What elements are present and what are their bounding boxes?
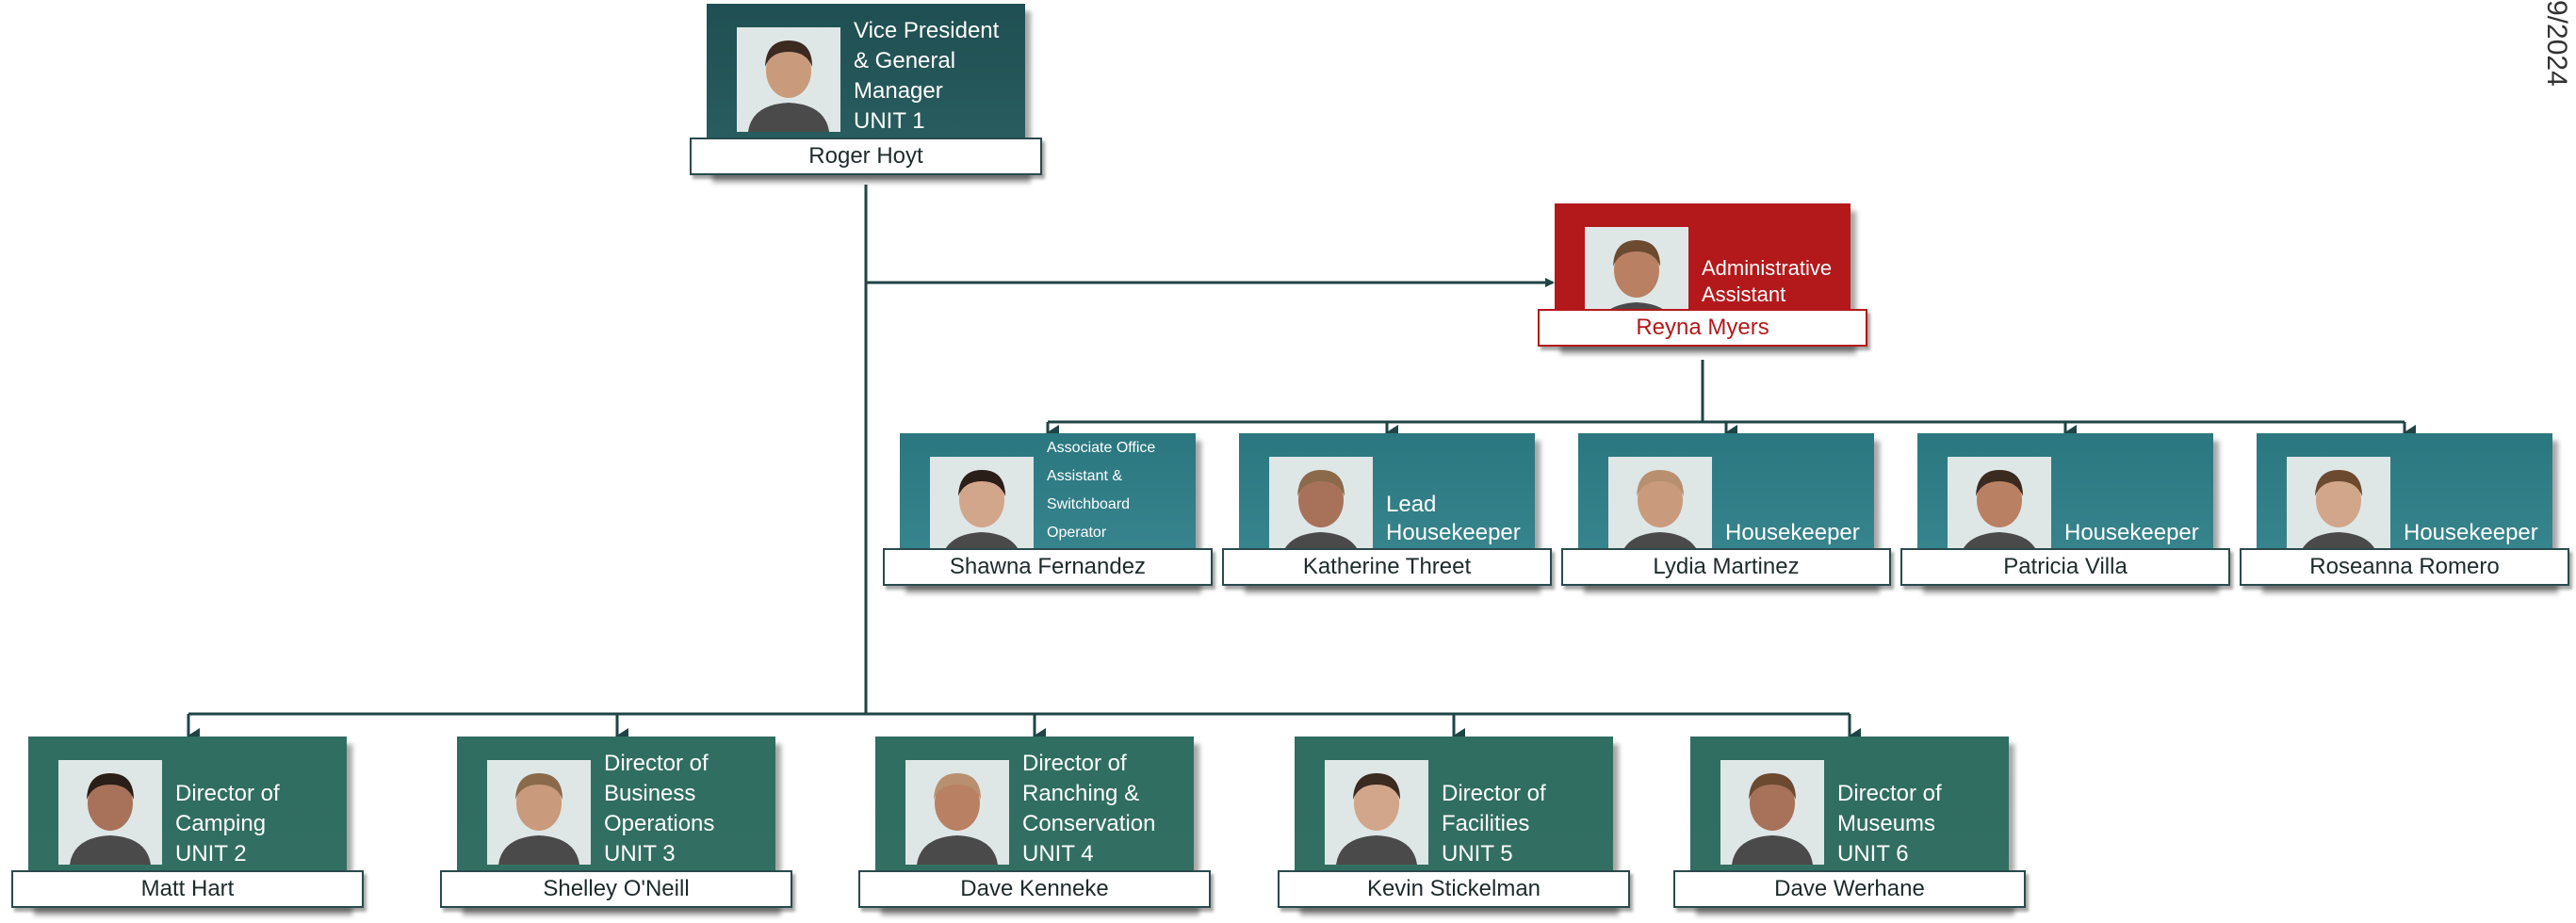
staff-title: Associate Office Assistant & Switchboard… (1047, 440, 1156, 541)
portrait-icon (1948, 457, 2051, 561)
staff-name: Shawna Fernandez (883, 548, 1213, 586)
staff-photo (2287, 457, 2390, 561)
director-name: Dave Werhane (1673, 870, 2026, 908)
director-card: Director of Ranching & Conservation UNIT… (858, 737, 1211, 921)
staff-photo (1269, 457, 1373, 561)
portrait-icon (737, 27, 840, 132)
staff-name: Lydia Martinez (1561, 548, 1891, 586)
director-card: Director of Museums UNIT 6 Dave Werhane (1673, 737, 2026, 921)
director-photo (905, 760, 1009, 865)
portrait-icon (1608, 457, 1712, 561)
portrait-icon (1325, 760, 1428, 865)
staff-title: Lead Housekeeper (1386, 492, 1521, 545)
admin-name: Reyna Myers (1538, 309, 1867, 347)
staff-title: Housekeeper (1725, 520, 1860, 545)
portrait-icon (58, 760, 162, 865)
staff-name: Katherine Threet (1222, 548, 1552, 586)
admin-title: Administrative Assistant (1702, 256, 1833, 306)
director-title: Director of Museums UNIT 6 (1837, 781, 1942, 866)
vp-title: Vice President & General Manager UNIT 1 (854, 18, 1000, 134)
staff-photo (1608, 457, 1712, 561)
vp-card: Vice President & General Manager UNIT 1 … (690, 4, 1042, 188)
director-photo (1325, 760, 1428, 865)
staff-photo (930, 457, 1034, 561)
portrait-icon (2287, 457, 2390, 561)
staff-name: Patricia Villa (1900, 548, 2230, 586)
staff-card: Housekeeper Roseanna Romero (2240, 433, 2569, 599)
director-name: Dave Kenneke (858, 870, 1211, 908)
director-title: Director of Business Operations UNIT 3 (604, 751, 715, 866)
director-name: Shelley O'Neill (440, 870, 792, 908)
director-name: Kevin Stickelman (1278, 870, 1630, 908)
director-card: Director of Camping UNIT 2 Matt Hart (11, 737, 364, 921)
vp-photo (737, 27, 840, 132)
portrait-icon (1269, 457, 1373, 561)
admin-card: Administrative Assistant Reyna Myers (1538, 203, 1867, 360)
vp-name: Roger Hoyt (690, 138, 1042, 175)
director-card: Director of Business Operations UNIT 3 S… (440, 737, 792, 921)
director-card: Director of Facilities UNIT 5 Kevin Stic… (1278, 737, 1630, 921)
portrait-icon (1720, 760, 1824, 865)
staff-card: Lead Housekeeper Katherine Threet (1222, 433, 1552, 599)
director-title: Director of Facilities UNIT 5 (1442, 781, 1546, 866)
director-name: Matt Hart (11, 870, 364, 908)
staff-title: Housekeeper (2064, 520, 2199, 545)
staff-name: Roseanna Romero (2240, 548, 2569, 586)
portrait-icon (905, 760, 1009, 865)
staff-card: Housekeeper Lydia Martinez (1561, 433, 1891, 599)
director-title: Director of Camping UNIT 2 (175, 781, 280, 866)
staff-title: Housekeeper (2404, 520, 2538, 545)
director-photo (487, 760, 591, 865)
director-photo (58, 760, 162, 865)
date-text: 9/2024 (2541, 0, 2572, 87)
portrait-icon (930, 457, 1034, 561)
portrait-icon (487, 760, 591, 865)
staff-card: Housekeeper Patricia Villa (1900, 433, 2230, 599)
director-photo (1720, 760, 1824, 865)
staff-card: Associate Office Assistant & Switchboard… (883, 433, 1213, 599)
staff-photo (1948, 457, 2051, 561)
director-title: Director of Ranching & Conservation UNIT… (1022, 751, 1156, 866)
